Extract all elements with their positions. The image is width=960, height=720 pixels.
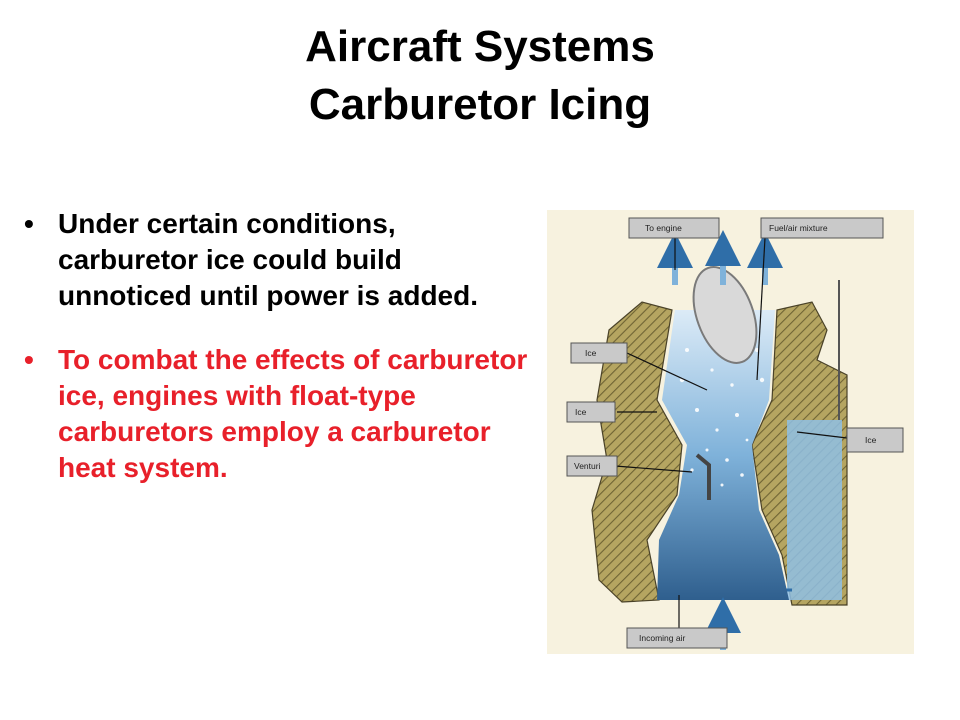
bullet-list: • Under certain conditions, carburetor i… — [22, 206, 532, 486]
label-ice-3: Ice — [846, 427, 904, 453]
bullet-marker: • — [24, 344, 34, 375]
carburetor-diagram: To engine Fuel/air mixture Ice Ice Ice V… — [547, 210, 914, 654]
svg-text:Ice: Ice — [575, 407, 587, 417]
svg-text:Fuel/air mixture: Fuel/air mixture — [769, 223, 828, 233]
float-bowl-fuel — [787, 420, 842, 600]
ice-particles — [679, 348, 765, 487]
label-ice-2: Ice — [566, 401, 616, 423]
diagram-labels: To engine Fuel/air mixture Ice Ice Ice V… — [566, 217, 904, 649]
svg-text:Incoming air: Incoming air — [639, 633, 685, 643]
label-venturi: Venturi — [566, 455, 618, 477]
throttle-valve — [692, 266, 758, 364]
bullet-item: • Under certain conditions, carburetor i… — [22, 206, 532, 314]
svg-text:To engine: To engine — [645, 223, 682, 233]
leader-lines — [614, 237, 848, 628]
label-fuel-air-mixture: Fuel/air mixture — [760, 217, 884, 239]
label-incoming-air: Incoming air — [626, 627, 728, 649]
title-line-1: Aircraft Systems — [305, 22, 655, 71]
bullet-text: Under certain conditions, carburetor ice… — [58, 208, 479, 311]
svg-text:Ice: Ice — [865, 435, 877, 445]
title-line-2: Carburetor Icing — [308, 80, 652, 129]
svg-text:Venturi: Venturi — [574, 461, 601, 471]
label-to-engine: To engine — [628, 217, 720, 239]
discharge-nozzle — [695, 453, 711, 500]
bullet-text: To combat the effects of carburetor ice,… — [58, 344, 528, 483]
slide-title: Aircraft Systems Carburetor Icing — [0, 18, 960, 134]
bullet-item: • To combat the effects of carburetor ic… — [22, 342, 532, 486]
label-ice-1: Ice — [570, 342, 628, 364]
svg-text:Ice: Ice — [585, 348, 597, 358]
bullet-marker: • — [24, 208, 34, 239]
